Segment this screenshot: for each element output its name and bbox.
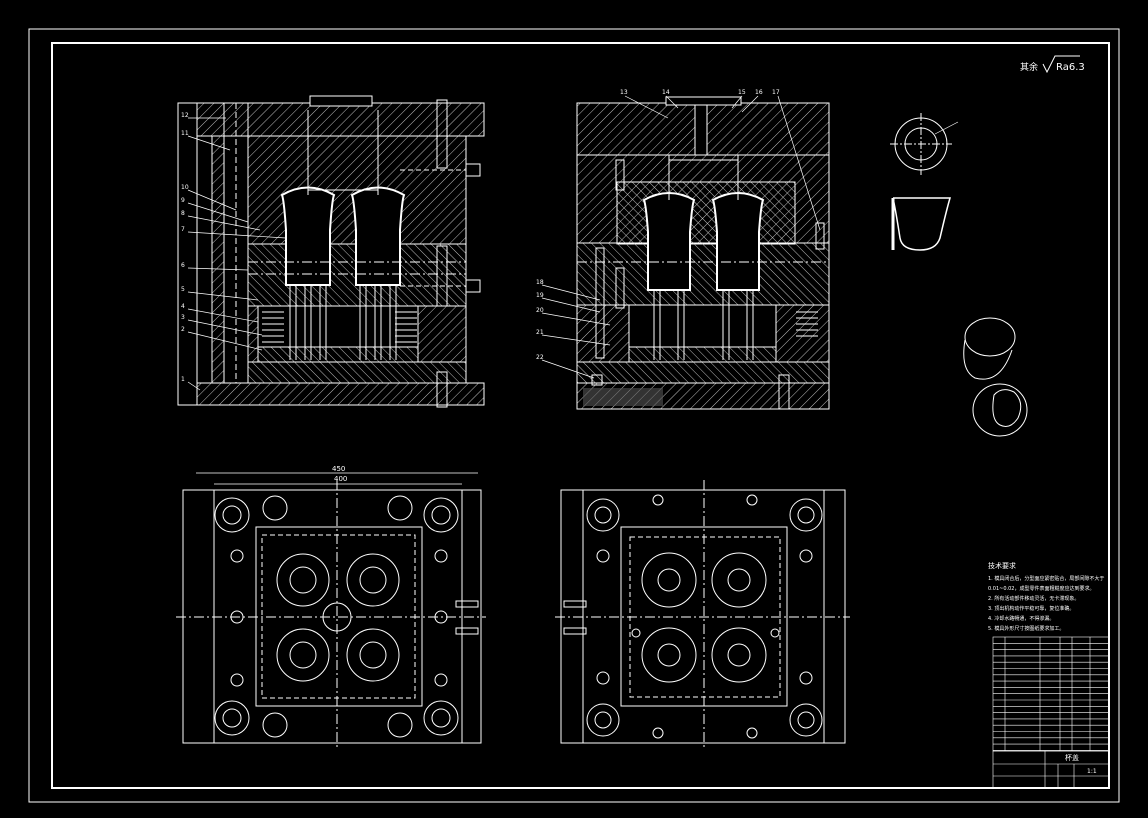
part-number-label: 5 <box>181 286 185 293</box>
part-number-label: 4 <box>181 303 185 310</box>
part-number-label: 17 <box>772 89 780 96</box>
roughness-prefix: 其余 <box>1020 61 1038 73</box>
plan-dim-inner: 400 <box>334 475 347 483</box>
part-number-label: 13 <box>620 89 628 96</box>
part-number-label: 12 <box>181 112 189 119</box>
part-number-label: 18 <box>536 279 544 286</box>
tech-req-line: 1. 模具闭合后，分型面应紧密贴合，局部间隙不大于 <box>988 575 1104 582</box>
technical-requirements: 技术要求 1. 模具闭合后，分型面应紧密贴合，局部间隙不大于 0.01~0.02，… <box>988 561 1104 632</box>
drawing-scale: 1:1 <box>1087 768 1097 775</box>
part-number-label: 19 <box>536 292 544 299</box>
plan-dim-outer: 450 <box>332 465 345 473</box>
outer-border <box>28 28 1120 803</box>
part-number-label: 10 <box>181 184 189 191</box>
inner-border <box>51 42 1110 789</box>
part-number-label: 3 <box>181 314 185 321</box>
cup-detail-views <box>890 113 1028 437</box>
part-number-label: 2 <box>181 326 185 333</box>
tech-req-line: 2. 所有活动部件移动灵活，无卡滞现象。 <box>988 595 1079 602</box>
part-number-label: 9 <box>181 197 185 204</box>
tech-req-line: 4. 冷却水路畅通，不得渗漏。 <box>988 615 1054 622</box>
left-part-number-labels: 12 11 10 9 8 7 6 5 4 3 2 1 <box>181 112 189 383</box>
part-number-label: 20 <box>536 307 544 314</box>
part-number-label: 16 <box>755 89 763 96</box>
tech-req-line: 5. 模具外形尺寸按图纸要求加工。 <box>988 625 1064 632</box>
part-number-label: 15 <box>738 89 746 96</box>
roughness-value: Ra6.3 <box>1056 62 1085 73</box>
drawing-name: 杯盖 <box>1065 753 1079 762</box>
right-part-number-labels: 13 14 15 16 17 18 19 20 21 22 <box>536 89 780 361</box>
part-number-label: 1 <box>181 376 185 383</box>
section-view-right: 13 14 15 16 17 18 19 20 21 22 <box>536 89 830 410</box>
bill-of-materials <box>992 636 1110 752</box>
part-number-label: 7 <box>181 226 185 233</box>
part-number-label: 6 <box>181 262 185 269</box>
tech-req-line: 0.01~0.02，成型零件表面粗糙度应达到要求。 <box>988 585 1094 592</box>
tech-req-lines: 1. 模具闭合后，分型面应紧密贴合，局部间隙不大于 0.01~0.02，成型零件表… <box>988 575 1104 632</box>
plan-view-left: 450 400 <box>176 465 486 750</box>
part-number-label: 22 <box>536 354 544 361</box>
part-number-label: 11 <box>181 130 189 137</box>
part-number-label: 21 <box>536 329 544 336</box>
tech-req-title: 技术要求 <box>988 561 1016 570</box>
title-block <box>992 750 1110 789</box>
tech-req-line: 3. 顶出机构动作平稳可靠，复位准确。 <box>988 605 1074 612</box>
part-number-label: 14 <box>662 89 670 96</box>
section-view-left: 12 11 10 9 8 7 6 5 4 3 2 1 <box>177 95 485 408</box>
plan-view-right <box>555 480 850 750</box>
roughness-symbol: 其余 Ra6.3 <box>1020 55 1085 74</box>
part-number-label: 8 <box>181 210 185 217</box>
